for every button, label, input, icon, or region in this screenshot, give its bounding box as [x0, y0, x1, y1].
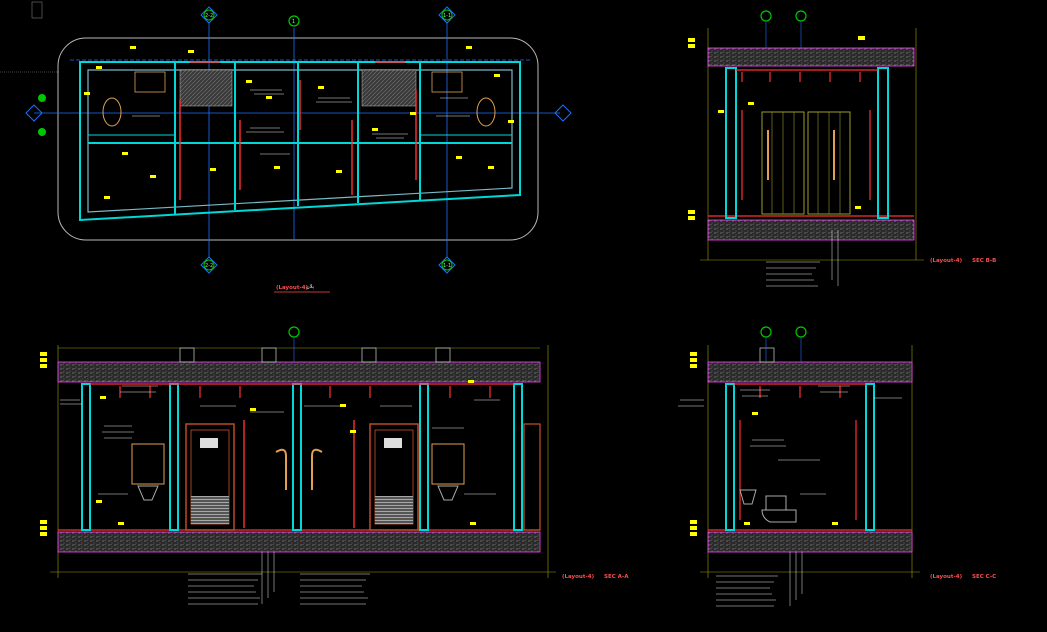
section-aa-mirror-left: [131, 443, 165, 485]
plan-walls: [79, 61, 521, 222]
plan-boundary: [57, 37, 539, 241]
section-bb-tags: [688, 36, 865, 220]
plan-grid-bubbles: [25, 6, 572, 274]
section-bb[interactable]: (Layout-4) SEC B-B: [688, 10, 996, 287]
plan-annotations: [132, 89, 470, 155]
section-cc-fixtures: [739, 489, 797, 523]
plan-counter-right: [361, 69, 417, 107]
section-bb-floor-slab: [707, 219, 915, 241]
section-cc-walls: [725, 383, 875, 531]
section-aa[interactable]: (Layout-4) SEC A-A: [40, 326, 629, 605]
section-aa-walls: [81, 383, 523, 531]
section-aa-mirror-right: [431, 443, 465, 485]
section-cc[interactable]: (Layout-4) SEC C-C: [678, 326, 996, 607]
plan-plumbing: [179, 61, 417, 200]
section-aa-leaders: [188, 552, 370, 605]
section-aa-door-right: [369, 423, 419, 531]
section-aa-ceiling: [90, 383, 514, 398]
grid-label-bottom-left: 2-2: [205, 263, 213, 269]
section-cc-roof-slab: [707, 361, 913, 383]
section-aa-title: (Layout-4): [562, 574, 595, 580]
plan-title: (Layout-4): [276, 285, 309, 291]
viewport-corner-marker: [31, 1, 43, 19]
grid-label-top-right: 1-1: [443, 13, 451, 19]
plan-tags: [84, 46, 514, 199]
section-bb-ceiling: [736, 69, 878, 82]
grid-label-top-left: 2-2: [205, 13, 213, 19]
section-aa-scale: SEC A-A: [604, 574, 629, 580]
section-bb-title: (Layout-4): [930, 258, 963, 264]
section-aa-parapets: [179, 347, 451, 363]
section-aa-tags: [40, 352, 476, 536]
plan-toilet-left: [102, 97, 122, 127]
section-cc-tags: [690, 352, 838, 536]
section-bb-leaders: [766, 230, 839, 287]
grid-label-top-center: 1: [292, 19, 295, 25]
grid-label-bottom-right: 1-1: [443, 263, 451, 269]
plan-toilet-right: [476, 97, 496, 127]
section-aa-annotations: [60, 385, 500, 495]
floor-plan[interactable]: 2-2 2-2 1 1-1 1-1 (Layout-4) پلان: [25, 6, 572, 293]
plan-sink-left: [134, 71, 166, 93]
plan-counter-left: [179, 69, 233, 107]
section-cc-floor-slab: [707, 531, 913, 553]
plan-subtitle: پلان: [306, 284, 315, 290]
section-aa-floor-slab: [57, 531, 541, 553]
section-bb-roof-slab: [707, 47, 915, 67]
section-cc-leaders: [716, 552, 803, 607]
section-bb-walls: [725, 67, 889, 219]
section-aa-roof-slab: [57, 361, 541, 383]
section-cc-scale: SEC C-C: [972, 574, 996, 580]
plan-sink-right: [431, 71, 463, 93]
section-cc-title: (Layout-4): [930, 574, 963, 580]
section-aa-door-left: [185, 423, 235, 531]
section-cc-annotations: [678, 385, 902, 495]
section-bb-scale: SEC B-B: [972, 258, 996, 264]
